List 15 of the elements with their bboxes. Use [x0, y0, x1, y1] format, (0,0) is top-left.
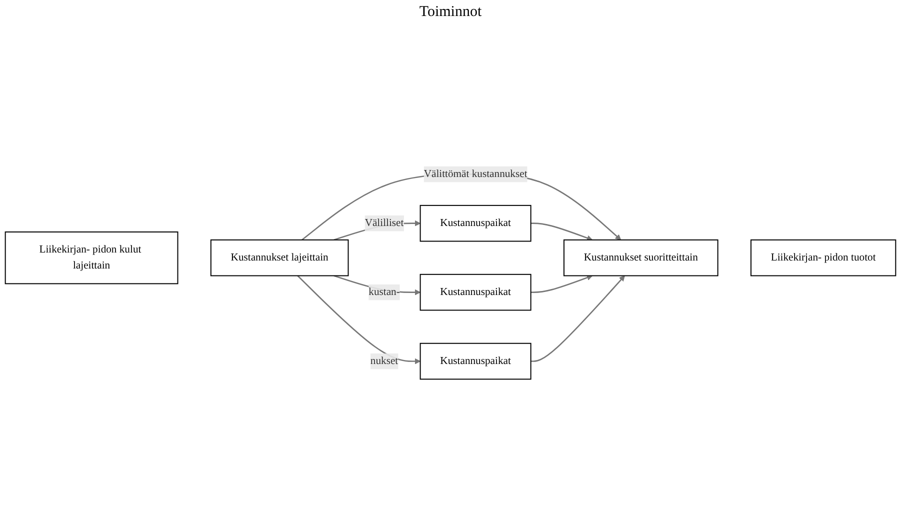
- edge-label: nukset: [370, 355, 398, 366]
- node-box: Kustannukset lajeittain: [210, 239, 349, 276]
- node-box: Kustannuspaikat: [420, 274, 532, 310]
- edge-label: Välittömät kustannukset: [424, 168, 528, 180]
- arrow: [530, 222, 593, 241]
- node-box: Liikekirjan- pidon kulut lajeittain: [4, 231, 178, 284]
- arrow: [530, 274, 593, 293]
- node-box: Liikekirjan- pidon tuotot: [750, 239, 896, 276]
- node-box: Kustannuspaikat: [420, 204, 532, 242]
- group-heading: Toiminnot: [419, 4, 482, 20]
- node-box: Kustannukset suoritteittain: [563, 239, 718, 276]
- arrow: [530, 275, 625, 362]
- edge-label: kustan-: [368, 286, 400, 298]
- node-box: Kustannuspaikat: [420, 342, 532, 380]
- edge-label: Välilliset: [364, 217, 404, 228]
